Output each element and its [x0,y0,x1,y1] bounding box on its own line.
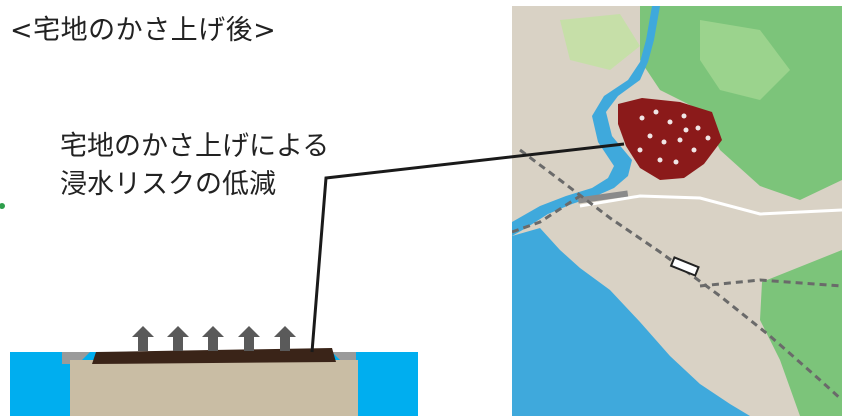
map-railway-west [512,194,581,234]
map-bridge [577,190,629,204]
up-arrow-icon [132,326,154,351]
map-forest-top [640,6,842,200]
embankment-left [62,352,90,364]
map-station [669,256,700,277]
uplift-arrows [132,326,296,351]
callout-text: 宅地のかさ上げによる 浸水リスクの低減 [60,128,329,204]
map-river [512,6,660,236]
cross-section [0,203,418,416]
left-edge-marker [0,203,5,209]
callout-line-2: 浸水リスクの低減 [60,169,276,200]
highlighted-houses [637,109,711,165]
map-sea [512,228,750,416]
ground-block [70,360,358,416]
map-forest-light [700,20,790,100]
up-arrow-icon [238,326,260,351]
map-railway-branch [699,278,842,288]
leader-line [310,142,625,353]
up-arrow-icon [274,326,296,351]
map-field [560,14,640,70]
raised-soil-layer [92,348,336,364]
callout-line-1: 宅地のかさ上げによる [60,131,330,162]
up-arrow-icon [202,326,224,351]
map-illustration [512,6,842,416]
map-road [579,194,842,216]
map-forest-right [760,250,842,416]
diagram-title: <宅地のかさ上げ後> [10,15,277,46]
up-arrow-icon [167,326,189,351]
